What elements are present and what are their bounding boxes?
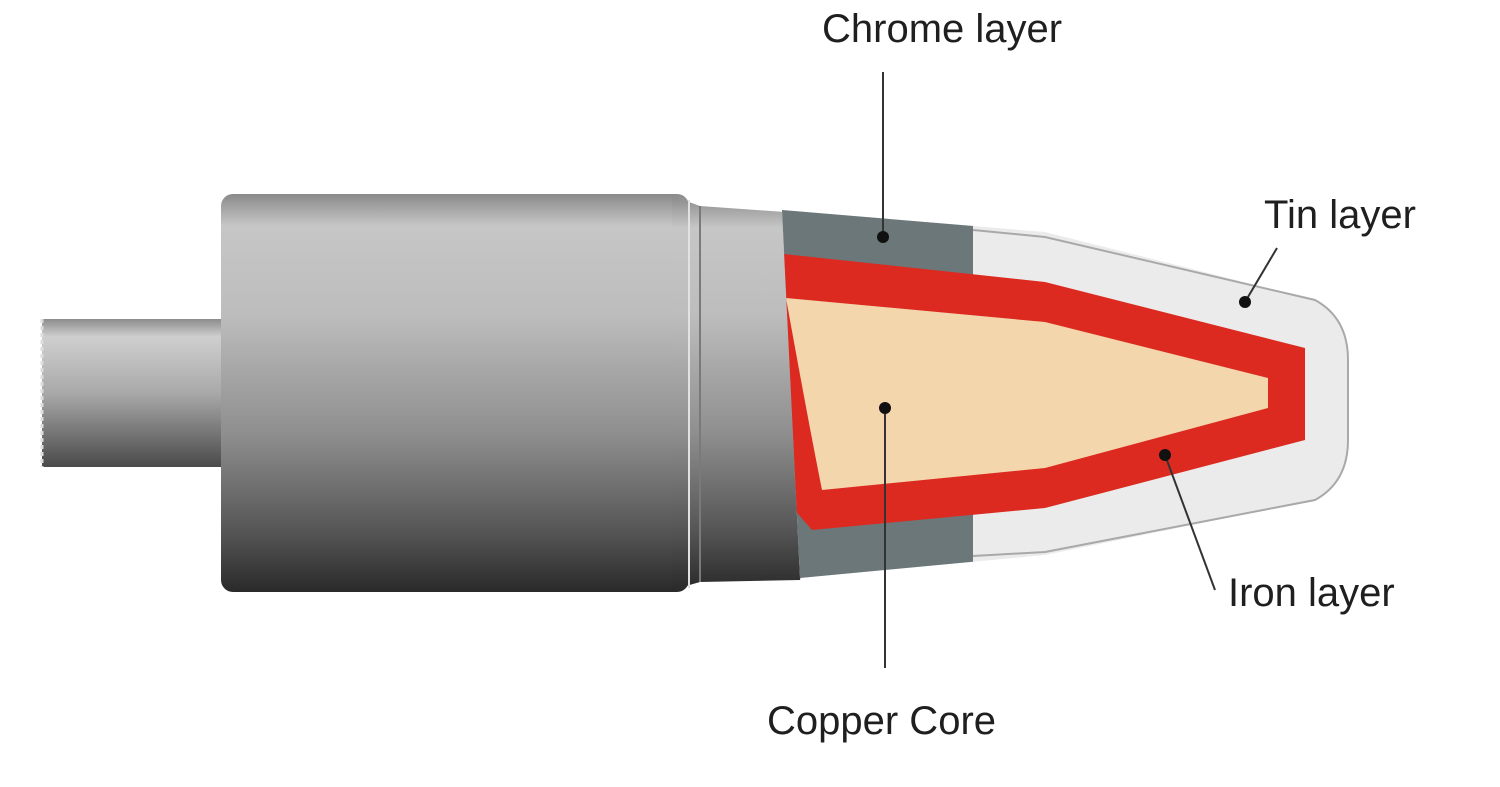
tin-leader-line bbox=[1244, 247, 1278, 303]
iron-marker-dot bbox=[1159, 449, 1171, 461]
rear-shaft bbox=[42, 319, 224, 467]
chrome-layer-label: Chrome layer bbox=[822, 7, 1062, 51]
copper-core-label: Copper Core bbox=[767, 699, 996, 743]
tin-layer-label: Tin layer bbox=[1264, 193, 1416, 237]
iron-layer-label: Iron layer bbox=[1228, 571, 1395, 615]
tin-marker-dot bbox=[1239, 296, 1251, 308]
barrel-collar bbox=[672, 196, 820, 590]
copper-core-region bbox=[786, 298, 1268, 490]
chrome-marker-dot bbox=[877, 231, 889, 243]
copper-marker-dot bbox=[879, 402, 891, 414]
iron-leader-line bbox=[1164, 454, 1216, 591]
barrel-body bbox=[221, 194, 689, 592]
tip-outline bbox=[972, 229, 1349, 557]
tip-cross-section bbox=[782, 210, 1348, 578]
